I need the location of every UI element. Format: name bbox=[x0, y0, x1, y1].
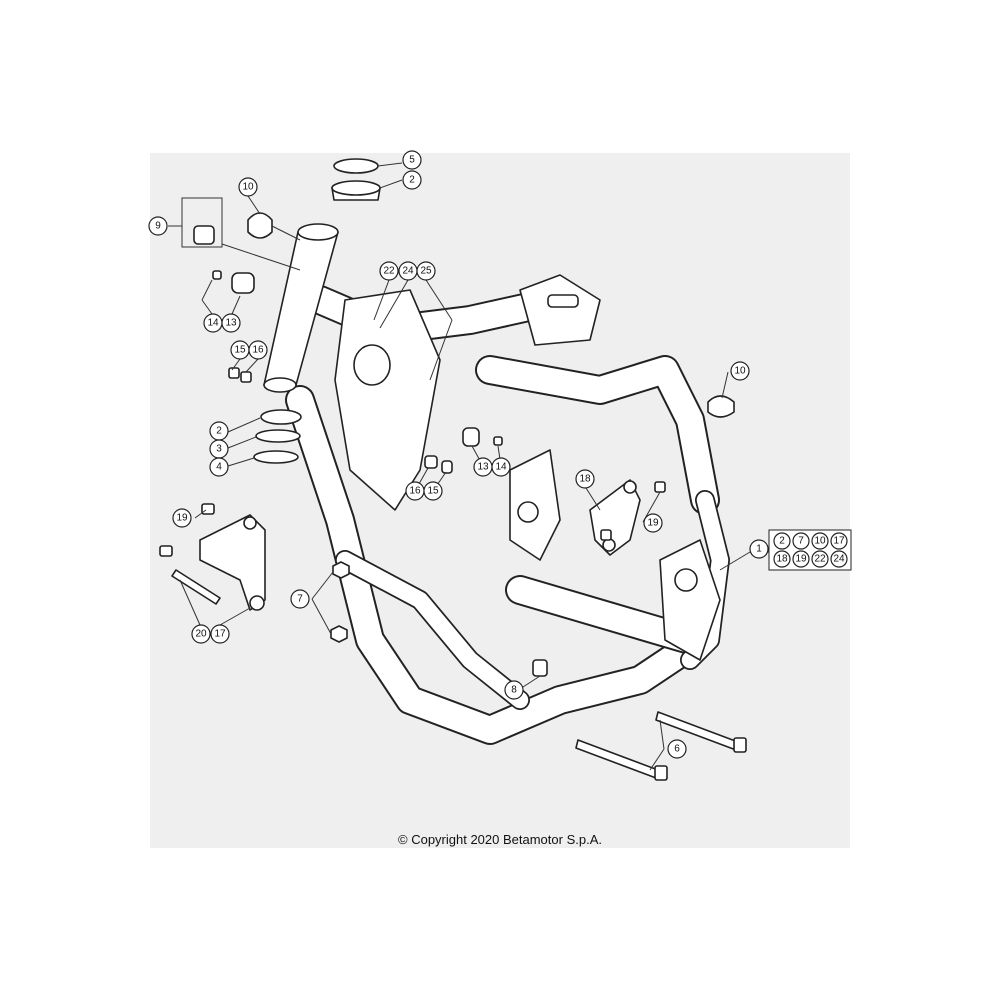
callout-8-label: 8 bbox=[511, 685, 517, 696]
callout-4: 4 bbox=[209, 457, 229, 477]
kit-ref-22: 22 bbox=[811, 550, 829, 568]
callout-22-label: 22 bbox=[383, 266, 395, 277]
callout-18-label: 18 bbox=[579, 474, 591, 485]
kit-ref-10: 10 bbox=[811, 532, 829, 550]
callout-14-label: 14 bbox=[495, 462, 507, 473]
callout-9-label: 9 bbox=[155, 221, 161, 232]
steering-head bbox=[263, 223, 339, 393]
callout-19: 19 bbox=[643, 513, 663, 533]
callout-15-label: 15 bbox=[427, 486, 439, 497]
callout-16: 16 bbox=[405, 481, 425, 501]
callout-10: 10 bbox=[238, 177, 258, 197]
callout-9-bracket bbox=[181, 197, 223, 248]
callout-16-label: 16 bbox=[409, 486, 421, 497]
callout-3: 3 bbox=[209, 439, 229, 459]
callout-19-label: 19 bbox=[647, 518, 659, 529]
kit-ref-17: 17 bbox=[830, 532, 848, 550]
callout-19-label: 19 bbox=[176, 513, 188, 524]
callout-1: 1 bbox=[749, 539, 769, 559]
callout-15: 15 bbox=[230, 340, 250, 360]
callout-10-label: 10 bbox=[242, 182, 254, 193]
callout-14: 14 bbox=[203, 313, 223, 333]
callouts: 5 2 10 9 14 13 22 24 25 15 16 10 2 3 4 1… bbox=[148, 150, 769, 759]
callout-4-label: 4 bbox=[216, 462, 222, 473]
callout-15: 15 bbox=[423, 481, 443, 501]
kit-ref-2: 2 bbox=[773, 532, 791, 550]
kit-ref-18: 18 bbox=[773, 550, 791, 568]
kit-ref-24-label: 24 bbox=[833, 554, 845, 565]
callout-16: 16 bbox=[248, 340, 268, 360]
callout-13-label: 13 bbox=[225, 318, 237, 329]
callout-1-label: 1 bbox=[756, 544, 762, 555]
callout-13-label: 13 bbox=[477, 462, 489, 473]
bearing-parts bbox=[253, 158, 381, 464]
callout-13: 13 bbox=[221, 313, 241, 333]
kit-ref-7-label: 7 bbox=[798, 536, 804, 547]
callout-20-label: 20 bbox=[195, 629, 207, 640]
callout-14: 14 bbox=[491, 457, 511, 477]
callout-24-label: 24 bbox=[402, 266, 414, 277]
leader-lines bbox=[168, 162, 774, 771]
cable-clamps bbox=[247, 212, 735, 418]
callout-13: 13 bbox=[473, 457, 493, 477]
kit-ref-19: 19 bbox=[792, 550, 810, 568]
callout-18: 18 bbox=[575, 469, 595, 489]
callout-19: 19 bbox=[172, 508, 192, 528]
callout-10: 10 bbox=[730, 361, 750, 381]
callout-17-label: 17 bbox=[214, 629, 226, 640]
frame-assembly bbox=[285, 274, 730, 745]
callout-5-label: 5 bbox=[409, 155, 415, 166]
callout-22: 22 bbox=[379, 261, 399, 281]
callout-2-label: 2 bbox=[409, 175, 415, 186]
copyright-notice: © Copyright 2020 Betamotor S.p.A. bbox=[398, 832, 602, 847]
callout-2: 2 bbox=[402, 170, 422, 190]
callout-25: 25 bbox=[416, 261, 436, 281]
callout-16-label: 16 bbox=[252, 345, 264, 356]
callout-5: 5 bbox=[402, 150, 422, 170]
callout-24: 24 bbox=[398, 261, 418, 281]
callout-9: 9 bbox=[148, 216, 168, 236]
callout-6: 6 bbox=[667, 739, 687, 759]
kit-ref-2-label: 2 bbox=[779, 536, 785, 547]
kit-ref-18-label: 18 bbox=[776, 554, 788, 565]
callout-3-label: 3 bbox=[216, 444, 222, 455]
callout-25-label: 25 bbox=[420, 266, 432, 277]
kit-ref-19-label: 19 bbox=[795, 554, 807, 565]
callout-14-label: 14 bbox=[207, 318, 219, 329]
callout-7-label: 7 bbox=[297, 594, 303, 605]
callout-8: 8 bbox=[504, 680, 524, 700]
callout-20: 20 bbox=[191, 624, 211, 644]
callout-2: 2 bbox=[209, 421, 229, 441]
kit-ref-24: 24 bbox=[830, 550, 848, 568]
nuts bbox=[330, 561, 548, 677]
kit-reference-box: 2 7 10 17 18 19 22 24 bbox=[768, 529, 852, 571]
callout-6-label: 6 bbox=[674, 744, 680, 755]
spacers bbox=[193, 225, 503, 474]
kit-ref-22-label: 22 bbox=[814, 554, 826, 565]
callout-15-label: 15 bbox=[234, 345, 246, 356]
bolts bbox=[159, 481, 747, 781]
kit-ref-7: 7 bbox=[792, 532, 810, 550]
callout-10-label: 10 bbox=[734, 366, 746, 377]
kit-ref-17-label: 17 bbox=[833, 536, 845, 547]
callout-17: 17 bbox=[210, 624, 230, 644]
kit-ref-10-label: 10 bbox=[814, 536, 826, 547]
callout-7: 7 bbox=[290, 589, 310, 609]
callout-2-label: 2 bbox=[216, 426, 222, 437]
